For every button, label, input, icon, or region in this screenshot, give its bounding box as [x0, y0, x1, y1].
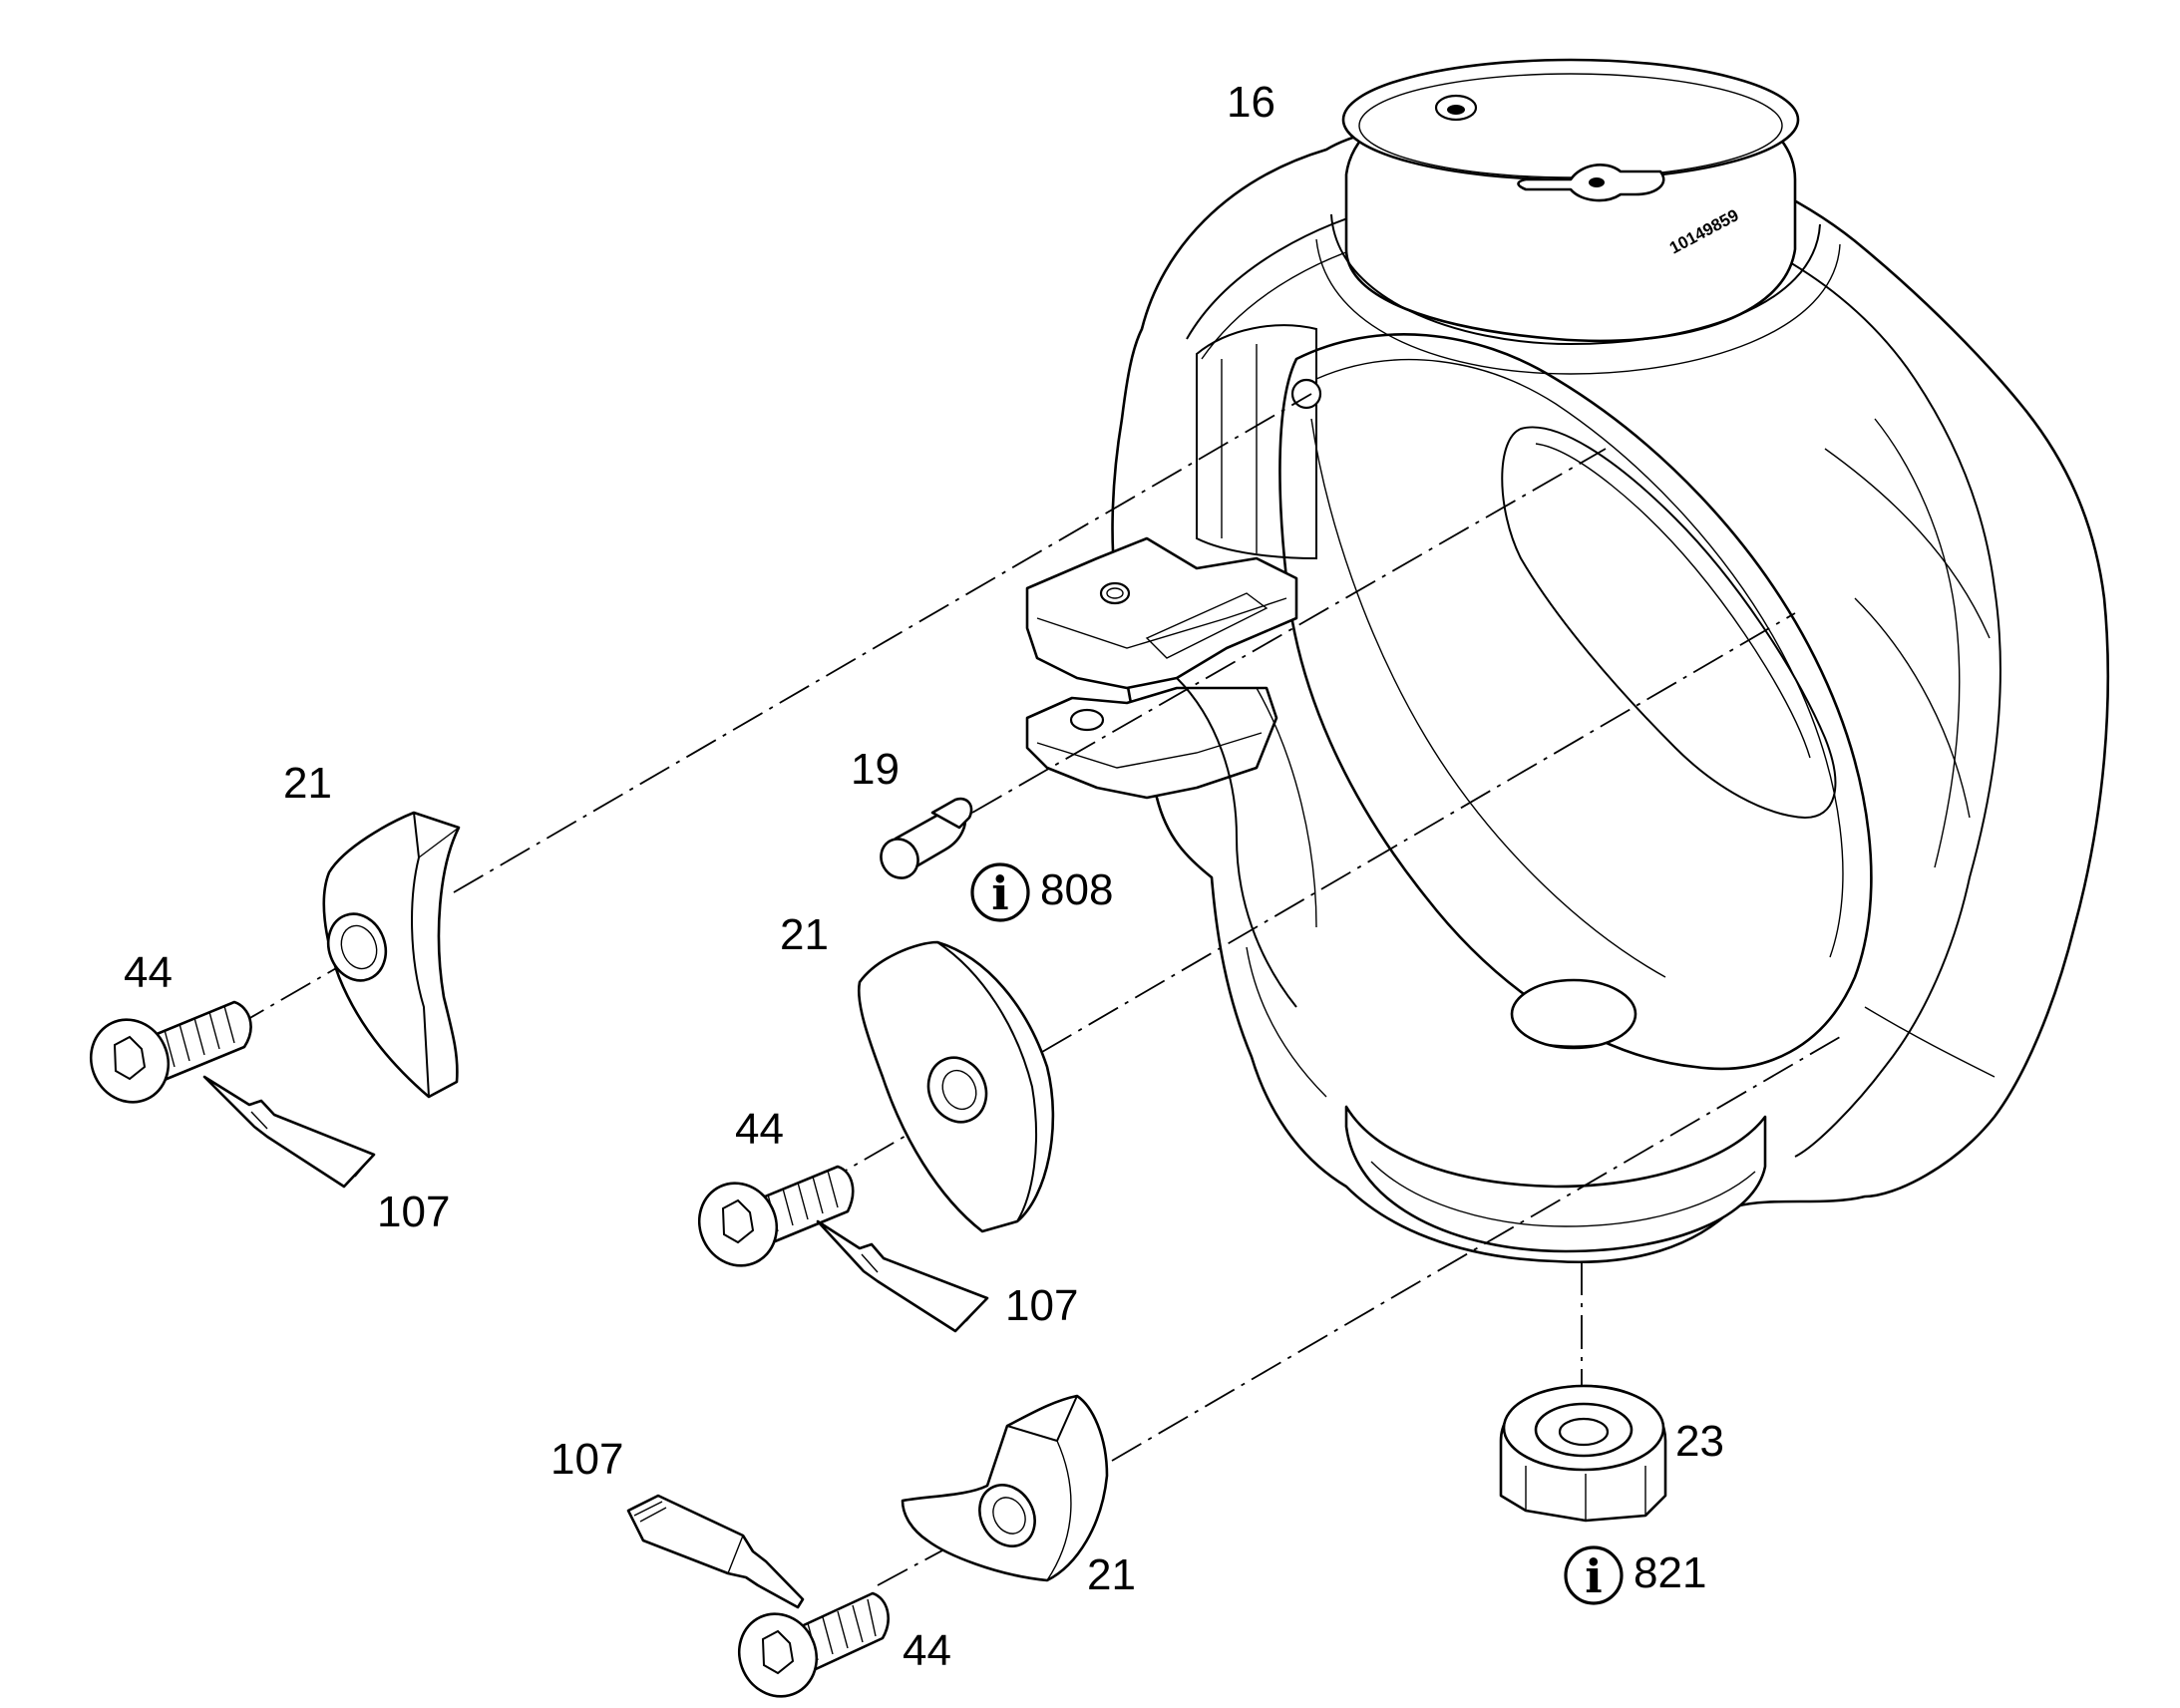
pin-part	[880, 797, 973, 879]
label-glue-lower: 107	[550, 1435, 623, 1484]
label-info-pin: 808	[1040, 865, 1113, 914]
label-glue-upper: 107	[377, 1188, 450, 1236]
pad-middle-part	[857, 940, 1055, 1233]
label-screw-lower: 44	[903, 1626, 951, 1675]
label-info-nut: 821	[1634, 1548, 1706, 1597]
label-pad-middle: 21	[780, 910, 829, 959]
info-icon: i	[1564, 1545, 1624, 1605]
info-icon: i	[970, 862, 1030, 922]
svg-text:i: i	[1585, 1549, 1602, 1603]
label-screw-upper: 44	[124, 948, 173, 997]
nut-part	[1499, 1384, 1667, 1523]
svg-text:i: i	[991, 866, 1008, 920]
housing-part: 10149859	[1025, 58, 2110, 1263]
pad-lower-part	[901, 1394, 1109, 1582]
label-housing: 16	[1227, 78, 1275, 127]
label-pin: 19	[851, 745, 900, 794]
label-nut: 23	[1675, 1417, 1724, 1466]
pad-upper-part	[322, 811, 461, 1099]
label-pad-lower: 21	[1087, 1550, 1136, 1599]
glue-tube-middle-part	[816, 1219, 989, 1333]
screw-middle-part	[697, 1165, 855, 1267]
screw-lower-part	[737, 1591, 890, 1698]
glue-tube-lower-part	[626, 1494, 805, 1609]
label-glue-middle: 107	[1005, 1281, 1078, 1330]
glue-tube-upper-part	[202, 1075, 376, 1189]
assembly-center-lines	[233, 393, 1841, 1586]
label-screw-middle: 44	[735, 1105, 784, 1154]
screw-upper-part	[89, 1000, 252, 1104]
label-pad-upper: 21	[283, 759, 332, 808]
